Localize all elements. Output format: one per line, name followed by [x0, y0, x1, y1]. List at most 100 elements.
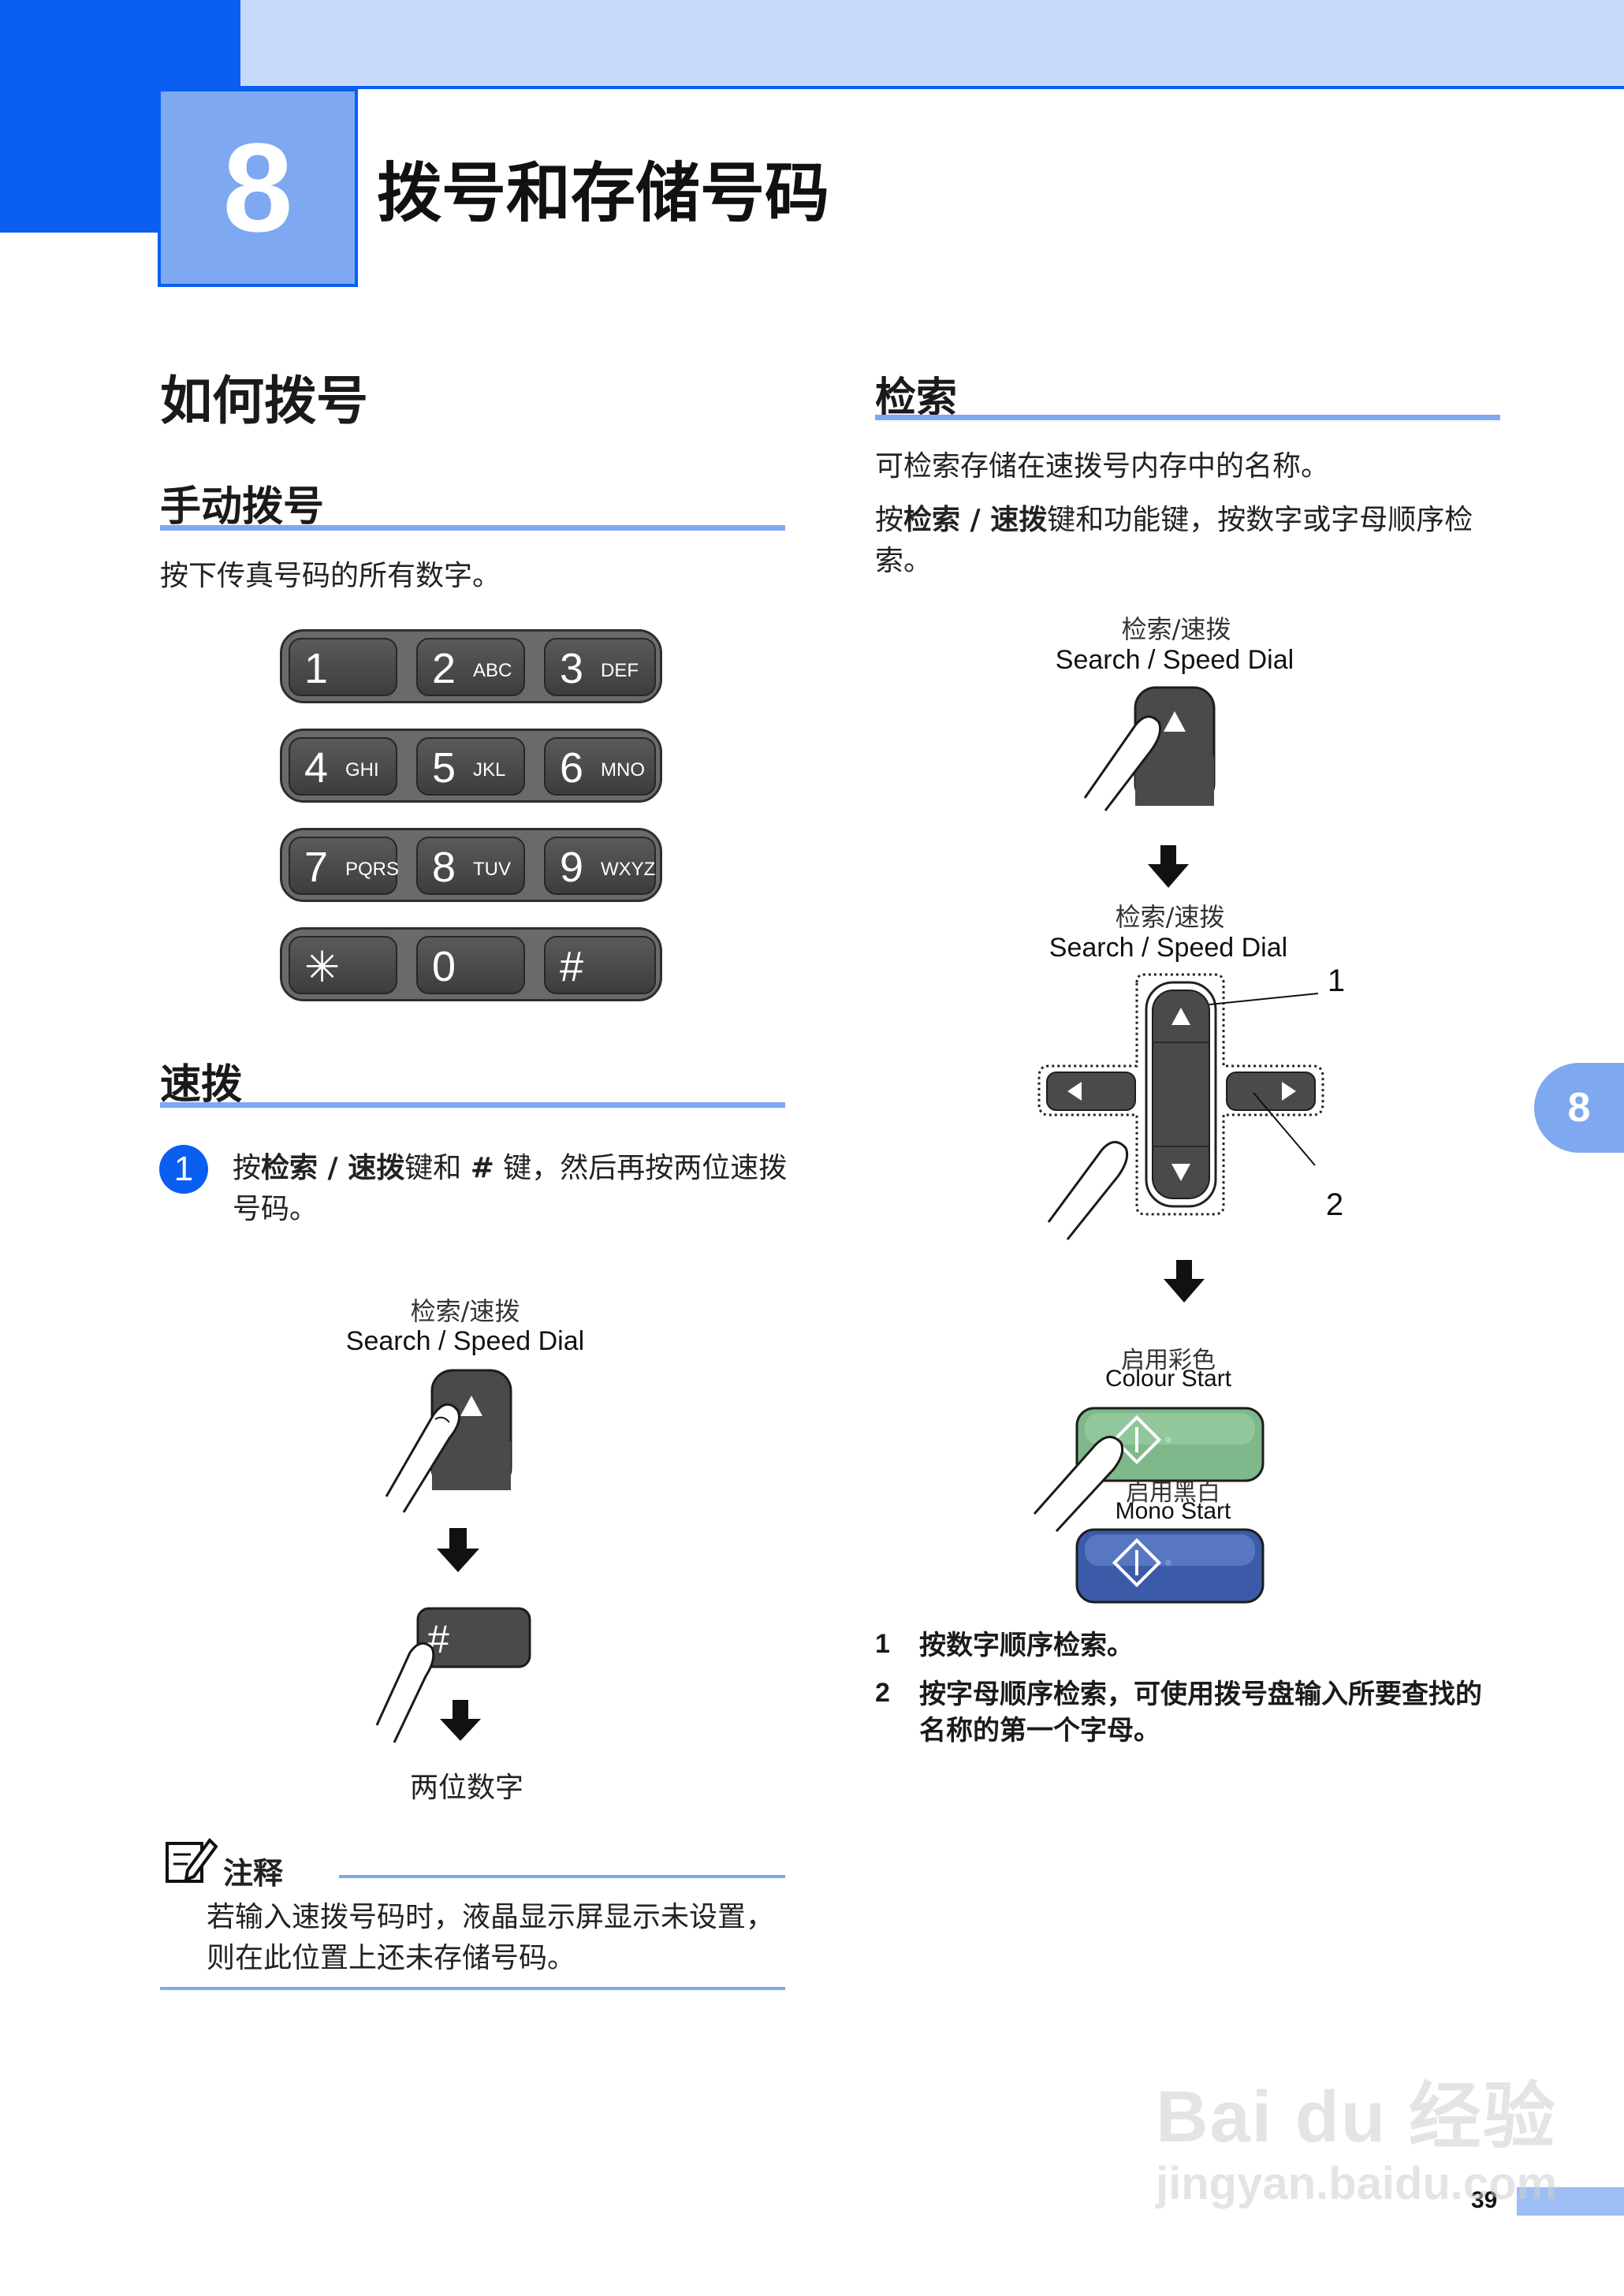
subsection-rule — [160, 1102, 785, 1108]
two-digits-label: 两位数字 — [410, 1772, 524, 1804]
dial-key-digit: 5 — [432, 744, 456, 792]
baidu-watermark: Bai du 经验 jingyan.baidu.com — [1156, 2058, 1557, 2223]
down-arrow-icon — [1164, 1260, 1205, 1303]
chapter-number-box: 8 — [158, 88, 358, 287]
dial-key-digit: 7 — [304, 844, 329, 891]
dial-key-letters: GHI — [345, 759, 379, 781]
dial-key: 1 — [289, 638, 397, 696]
dial-key: 0 — [416, 936, 525, 994]
dial-key: 2 ABC — [416, 638, 525, 696]
list-item-text: 按数字顺序检索。 — [919, 1630, 1134, 1661]
watermark-brand: Bai du 经验 — [1156, 2077, 1557, 2157]
header-band — [0, 0, 1624, 88]
note-bottom-rule — [160, 1987, 785, 1990]
down-arrow-icon — [1148, 845, 1189, 888]
dial-key-letters: WXYZ — [601, 859, 656, 880]
left-arrow-icon — [1067, 1082, 1082, 1101]
navigation-figure — [1033, 973, 1324, 1604]
note-pencil-icon — [166, 1837, 218, 1883]
dial-key-digit: # — [560, 943, 584, 990]
colour-start-label-cn: 启用彩色 — [1121, 1347, 1216, 1374]
dial-key-letters: MNO — [601, 759, 645, 781]
figure2-label-cn: 检索/速拨 — [1115, 902, 1225, 932]
figure-label-cn: 检索/速拨 — [410, 1296, 520, 1326]
dial-key: 9 WXYZ — [544, 837, 656, 895]
chapter-title: 拨号和存储号码 — [377, 156, 830, 231]
dial-key-letters: ABC — [473, 660, 512, 681]
callout-line-1 — [1209, 993, 1319, 1005]
up-arrow-icon — [1164, 711, 1186, 732]
search-body-1: 可检索存储在速拨号内存中的名称。 — [875, 450, 1330, 483]
callout-line-2 — [1253, 1092, 1316, 1166]
dial-key-digit: ✳ — [304, 944, 341, 991]
subsection-title-manual: 手动拨号 — [160, 483, 325, 531]
step-text: 按检索 / 速拨键和 # 键，然后再按两位速拨号码。 — [233, 1152, 788, 1225]
footer-bar — [1517, 2187, 1624, 2216]
up-arrow-icon — [460, 1396, 482, 1416]
finger-icon — [1083, 715, 1162, 811]
mono-start-label-en: Mono Start — [1115, 1498, 1231, 1524]
start-diamond-icon — [1112, 1414, 1162, 1465]
chapter-number: 8 — [222, 117, 293, 258]
manual-body: 按下传真号码的所有数字。 — [160, 560, 501, 592]
dial-key-digit: 8 — [432, 844, 456, 891]
figure2-label-en: Search / Speed Dial — [1049, 933, 1288, 963]
step-number: 1 — [159, 1145, 208, 1194]
keypad-row: 7 PQRS 8 TUV 9 WXYZ — [280, 828, 662, 902]
start-diamond-icon — [1112, 1538, 1162, 1588]
note-body: 若输入速拨号码时，液晶显示屏显示未设置，则在此位置上还未存储号码。 — [207, 1901, 775, 1974]
dial-key-letters: DEF — [601, 660, 639, 681]
dial-key: 4 GHI — [289, 737, 397, 796]
list-item-number: 1 — [875, 1629, 890, 1659]
down-arrow-icon — [1171, 1164, 1190, 1181]
callout-label-2: 2 — [1325, 1187, 1344, 1222]
finger-icon — [375, 1642, 435, 1743]
subsection-rule — [160, 525, 785, 531]
dial-key-digit: 4 — [304, 744, 329, 792]
nav-dotted-outline — [1037, 973, 1324, 1216]
dial-key: 7 PQRS — [289, 837, 400, 895]
dial-key-digit: 9 — [560, 844, 584, 891]
colour-start-label-en: Colour Start — [1104, 1366, 1232, 1392]
figure-label-en: Search / Speed Dial — [345, 1326, 585, 1356]
finger-icon — [1033, 1436, 1124, 1533]
subsection-title-speed: 速拨 — [160, 1061, 243, 1109]
page-number: 39 — [1471, 2187, 1498, 2213]
dial-key-digit: 0 — [432, 943, 456, 990]
keypad-row: 1 2 ABC 3 DEF — [280, 629, 662, 703]
figure1-label-en: Search / Speed Dial — [1055, 645, 1294, 675]
dial-key: ✳ — [289, 936, 397, 994]
section-rule — [875, 415, 1500, 420]
down-arrow-icon — [440, 1700, 481, 1741]
dial-key: 8 TUV — [416, 837, 525, 895]
mono-start-label-cn: 启用黑白 — [1126, 1479, 1220, 1507]
finger-icon — [385, 1403, 460, 1513]
list-item-number: 2 — [875, 1678, 890, 1708]
dial-key-letters: PQRS — [345, 859, 400, 880]
dial-key: 3 DEF — [544, 638, 656, 696]
down-arrow-icon — [437, 1528, 479, 1572]
section-title-how-to-dial: 如何拨号 — [160, 371, 368, 431]
right-arrow-icon — [1282, 1082, 1296, 1101]
keypad-row: ✳ 0 # — [280, 927, 662, 1001]
header-rule — [240, 86, 1624, 89]
dial-key: 6 MNO — [544, 737, 656, 796]
callout-label-1: 1 — [1327, 964, 1346, 998]
left-key — [1046, 1072, 1136, 1111]
dial-key-digit: 3 — [560, 645, 584, 692]
search-body-2: 按检索 / 速拨键和功能键，按数字或字母顺序检索。 — [875, 504, 1473, 577]
note-title: 注释 — [223, 1856, 284, 1891]
section-title-search: 检索 — [875, 375, 958, 422]
hash-key — [416, 1607, 531, 1668]
dial-key-digit: 1 — [304, 645, 329, 692]
speed-dial-figure: # — [375, 1369, 531, 1743]
watermark-url: jingyan.baidu.com — [1156, 2158, 1558, 2209]
dial-key-letters: TUV — [473, 859, 511, 880]
list-item-text: 按字母顺序检索，可使用拨号盘输入所要查找的名称的第一个字母。 — [919, 1679, 1482, 1746]
right-key — [1226, 1072, 1316, 1111]
dial-key-digit: 6 — [560, 744, 584, 792]
dial-key: # — [544, 936, 656, 994]
dial-key-digit: 2 — [432, 645, 456, 692]
